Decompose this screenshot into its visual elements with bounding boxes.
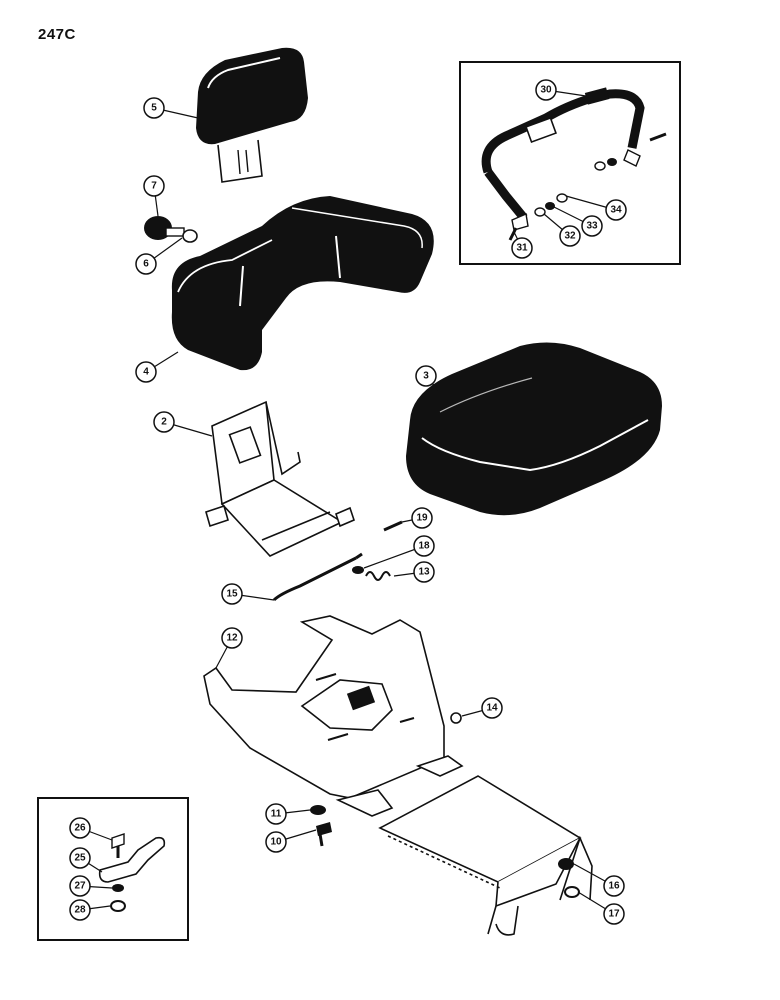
callout-label-16: 16 [608, 881, 620, 892]
nut-16-part [558, 858, 574, 870]
callout-label-4: 4 [143, 367, 149, 378]
callout-circle-30 [535, 79, 557, 101]
callout-label-6: 6 [143, 259, 149, 270]
washer-part [352, 566, 364, 574]
lock-washer-part [310, 805, 326, 815]
callout-circle-32 [559, 225, 581, 247]
callout-label-3: 3 [423, 371, 429, 382]
callout-circle-28 [69, 899, 91, 921]
callout-label-11: 11 [271, 809, 282, 820]
nut-part [182, 229, 198, 243]
callout-circle-27 [69, 875, 91, 897]
callout-label-12: 12 [226, 633, 238, 644]
callout-circle-5 [143, 97, 165, 119]
adjuster-rod-part [272, 552, 363, 602]
callout-circle-15 [221, 583, 243, 605]
callout-label-27: 27 [74, 881, 86, 892]
callout-label-33: 33 [586, 221, 598, 232]
callout-label-10: 10 [270, 837, 282, 848]
callout-circle-31 [511, 237, 533, 259]
seat-base-part [203, 615, 464, 817]
callout-circle-7 [143, 175, 165, 197]
callout-circle-19 [411, 507, 433, 529]
callout-circle-18 [413, 535, 435, 557]
seat-belt-inset-frame [459, 61, 681, 265]
callout-label-19: 19 [416, 513, 428, 524]
seat-cushion-part [406, 342, 662, 516]
callout-label-26: 26 [74, 823, 86, 834]
hex-bolt-part [316, 822, 332, 847]
callout-circle-13 [413, 561, 435, 583]
callout-circle-26 [69, 817, 91, 839]
callout-circle-14 [481, 697, 503, 719]
mount-plate-part [378, 775, 593, 936]
page-title: 247C [38, 26, 76, 43]
small-bolt-part [383, 520, 403, 532]
callout-circle-17 [603, 903, 625, 925]
callout-circle-16 [603, 875, 625, 897]
back-cushion-part [171, 196, 434, 371]
callout-label-32: 32 [564, 231, 576, 242]
callout-label-31: 31 [516, 243, 528, 254]
callout-label-18: 18 [418, 541, 430, 552]
callout-label-5: 5 [151, 103, 157, 114]
knob-part [144, 216, 185, 240]
callout-label-34: 34 [610, 205, 622, 216]
callout-circle-2 [153, 411, 175, 433]
spring-part [365, 571, 391, 581]
seat-belt-part [481, 87, 667, 241]
washer-17-part [564, 886, 580, 898]
callout-circle-3 [415, 365, 437, 387]
callout-circle-4 [135, 361, 157, 383]
callout-circle-11 [265, 803, 287, 825]
callout-label-30: 30 [540, 85, 552, 96]
callout-label-15: 15 [226, 589, 238, 600]
callout-circle-6 [135, 253, 157, 275]
callout-circle-25 [69, 847, 91, 869]
callout-circle-34 [605, 199, 627, 221]
ball-part [450, 712, 462, 724]
callout-label-14: 14 [486, 703, 498, 714]
backrest-pad-part [196, 47, 308, 183]
callout-circle-33 [581, 215, 603, 237]
callout-label-28: 28 [74, 905, 86, 916]
callout-label-25: 25 [74, 853, 86, 864]
inset-bracket-part [98, 833, 166, 912]
seat-bracket-part [205, 400, 355, 557]
callout-label-13: 13 [418, 567, 430, 578]
callout-label-17: 17 [608, 909, 620, 920]
callout-label-7: 7 [151, 181, 157, 192]
callout-circle-12 [221, 627, 243, 649]
callout-circle-10 [265, 831, 287, 853]
callout-label-2: 2 [161, 417, 167, 428]
bracket-inset-frame [37, 797, 189, 941]
